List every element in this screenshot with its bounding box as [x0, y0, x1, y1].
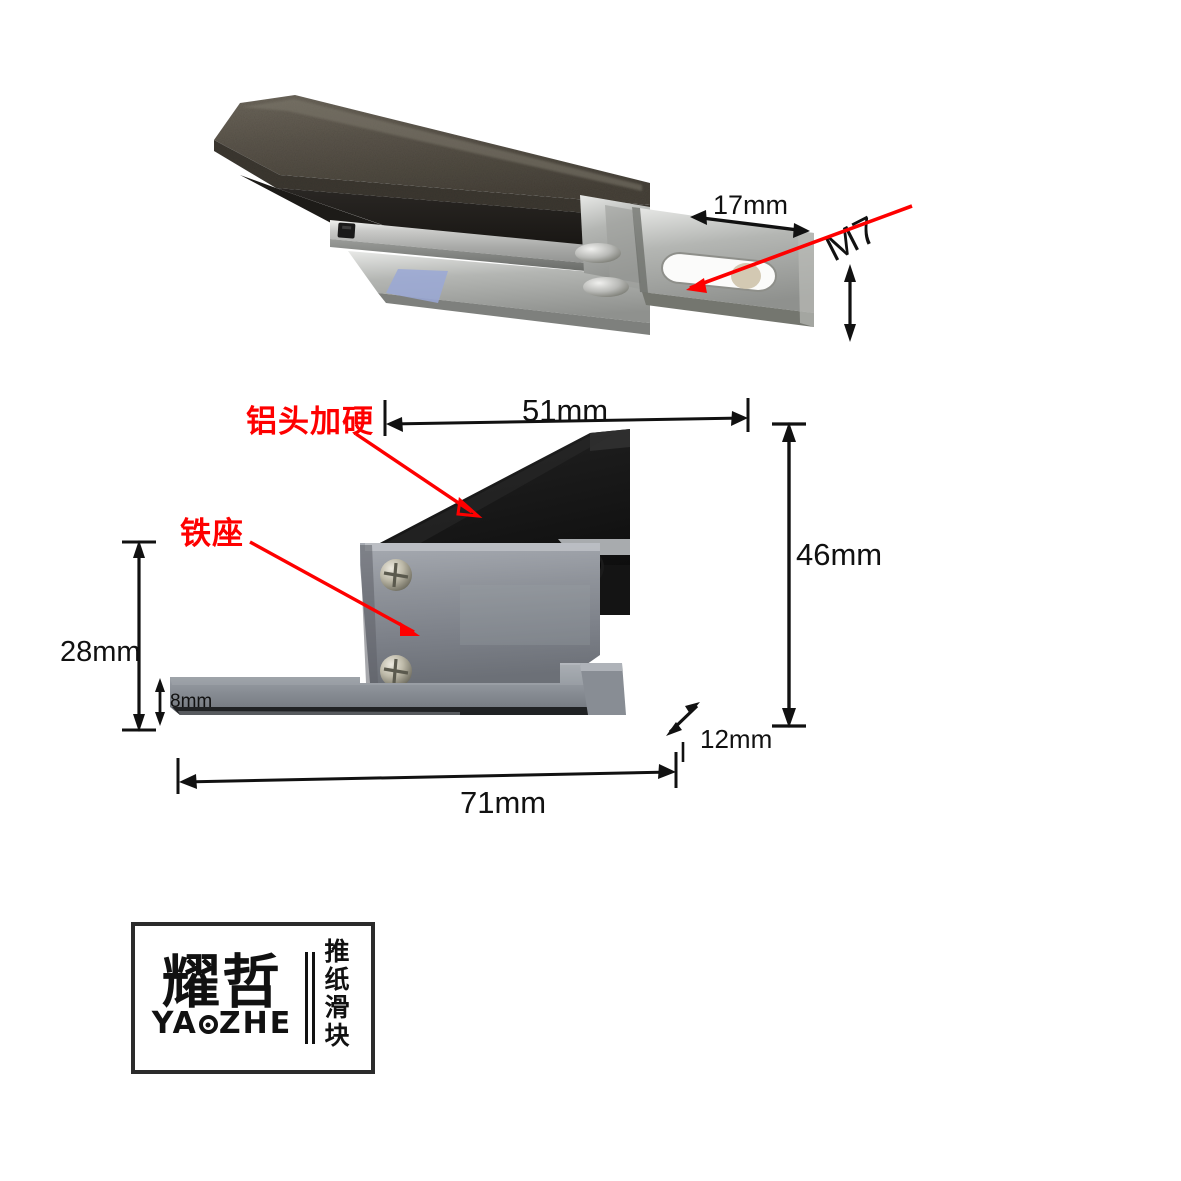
set-screw-top — [337, 222, 356, 239]
dimension-label-17mm: 17mm — [713, 190, 789, 220]
brand-name-en-text: YA — [151, 1006, 198, 1042]
mounting-tab — [632, 207, 814, 327]
annotation-label-iron-base: 铁座 — [180, 516, 244, 552]
rivet-lower — [583, 277, 629, 297]
aluminum-head-top — [214, 95, 650, 251]
dimension-label-71mm: 71mm — [460, 785, 547, 820]
iron-base-plate — [360, 543, 600, 683]
brand-name-en-text-2: ZHE — [218, 1006, 293, 1042]
logo-divider-bars — [305, 952, 315, 1044]
dimension-label-8mm: 8mm — [170, 691, 213, 712]
chrome-base-bar — [330, 220, 650, 335]
dimension-label-28mm: 28mm — [60, 636, 141, 668]
dimension-line-46mm — [772, 422, 806, 728]
ring-o-icon — [198, 1015, 218, 1035]
annotation-label-aluminum-head: 铝头加硬 — [246, 404, 374, 440]
dimension-label-51mm: 51mm — [522, 393, 609, 428]
product-photo-side-view — [170, 429, 630, 715]
dimension-label-12mm: 12mm — [700, 724, 773, 754]
right-foot — [580, 663, 626, 715]
brand-name-en: YA ZHE — [152, 1006, 292, 1041]
brand-logo-left: 耀哲 YA ZHE — [135, 926, 303, 1070]
bottom-flange — [170, 663, 620, 715]
rivet-upper — [575, 243, 621, 263]
brand-logo: 耀哲 YA ZHE 推纸滑块 — [131, 922, 375, 1074]
product-photo-top-perspective — [214, 95, 814, 335]
product-name-cn: 推纸滑块 — [321, 938, 350, 1050]
brand-name-cn: 耀哲 — [161, 947, 282, 1016]
dimension-label-46mm: 46mm — [796, 537, 883, 572]
blue-reflection — [386, 269, 448, 303]
